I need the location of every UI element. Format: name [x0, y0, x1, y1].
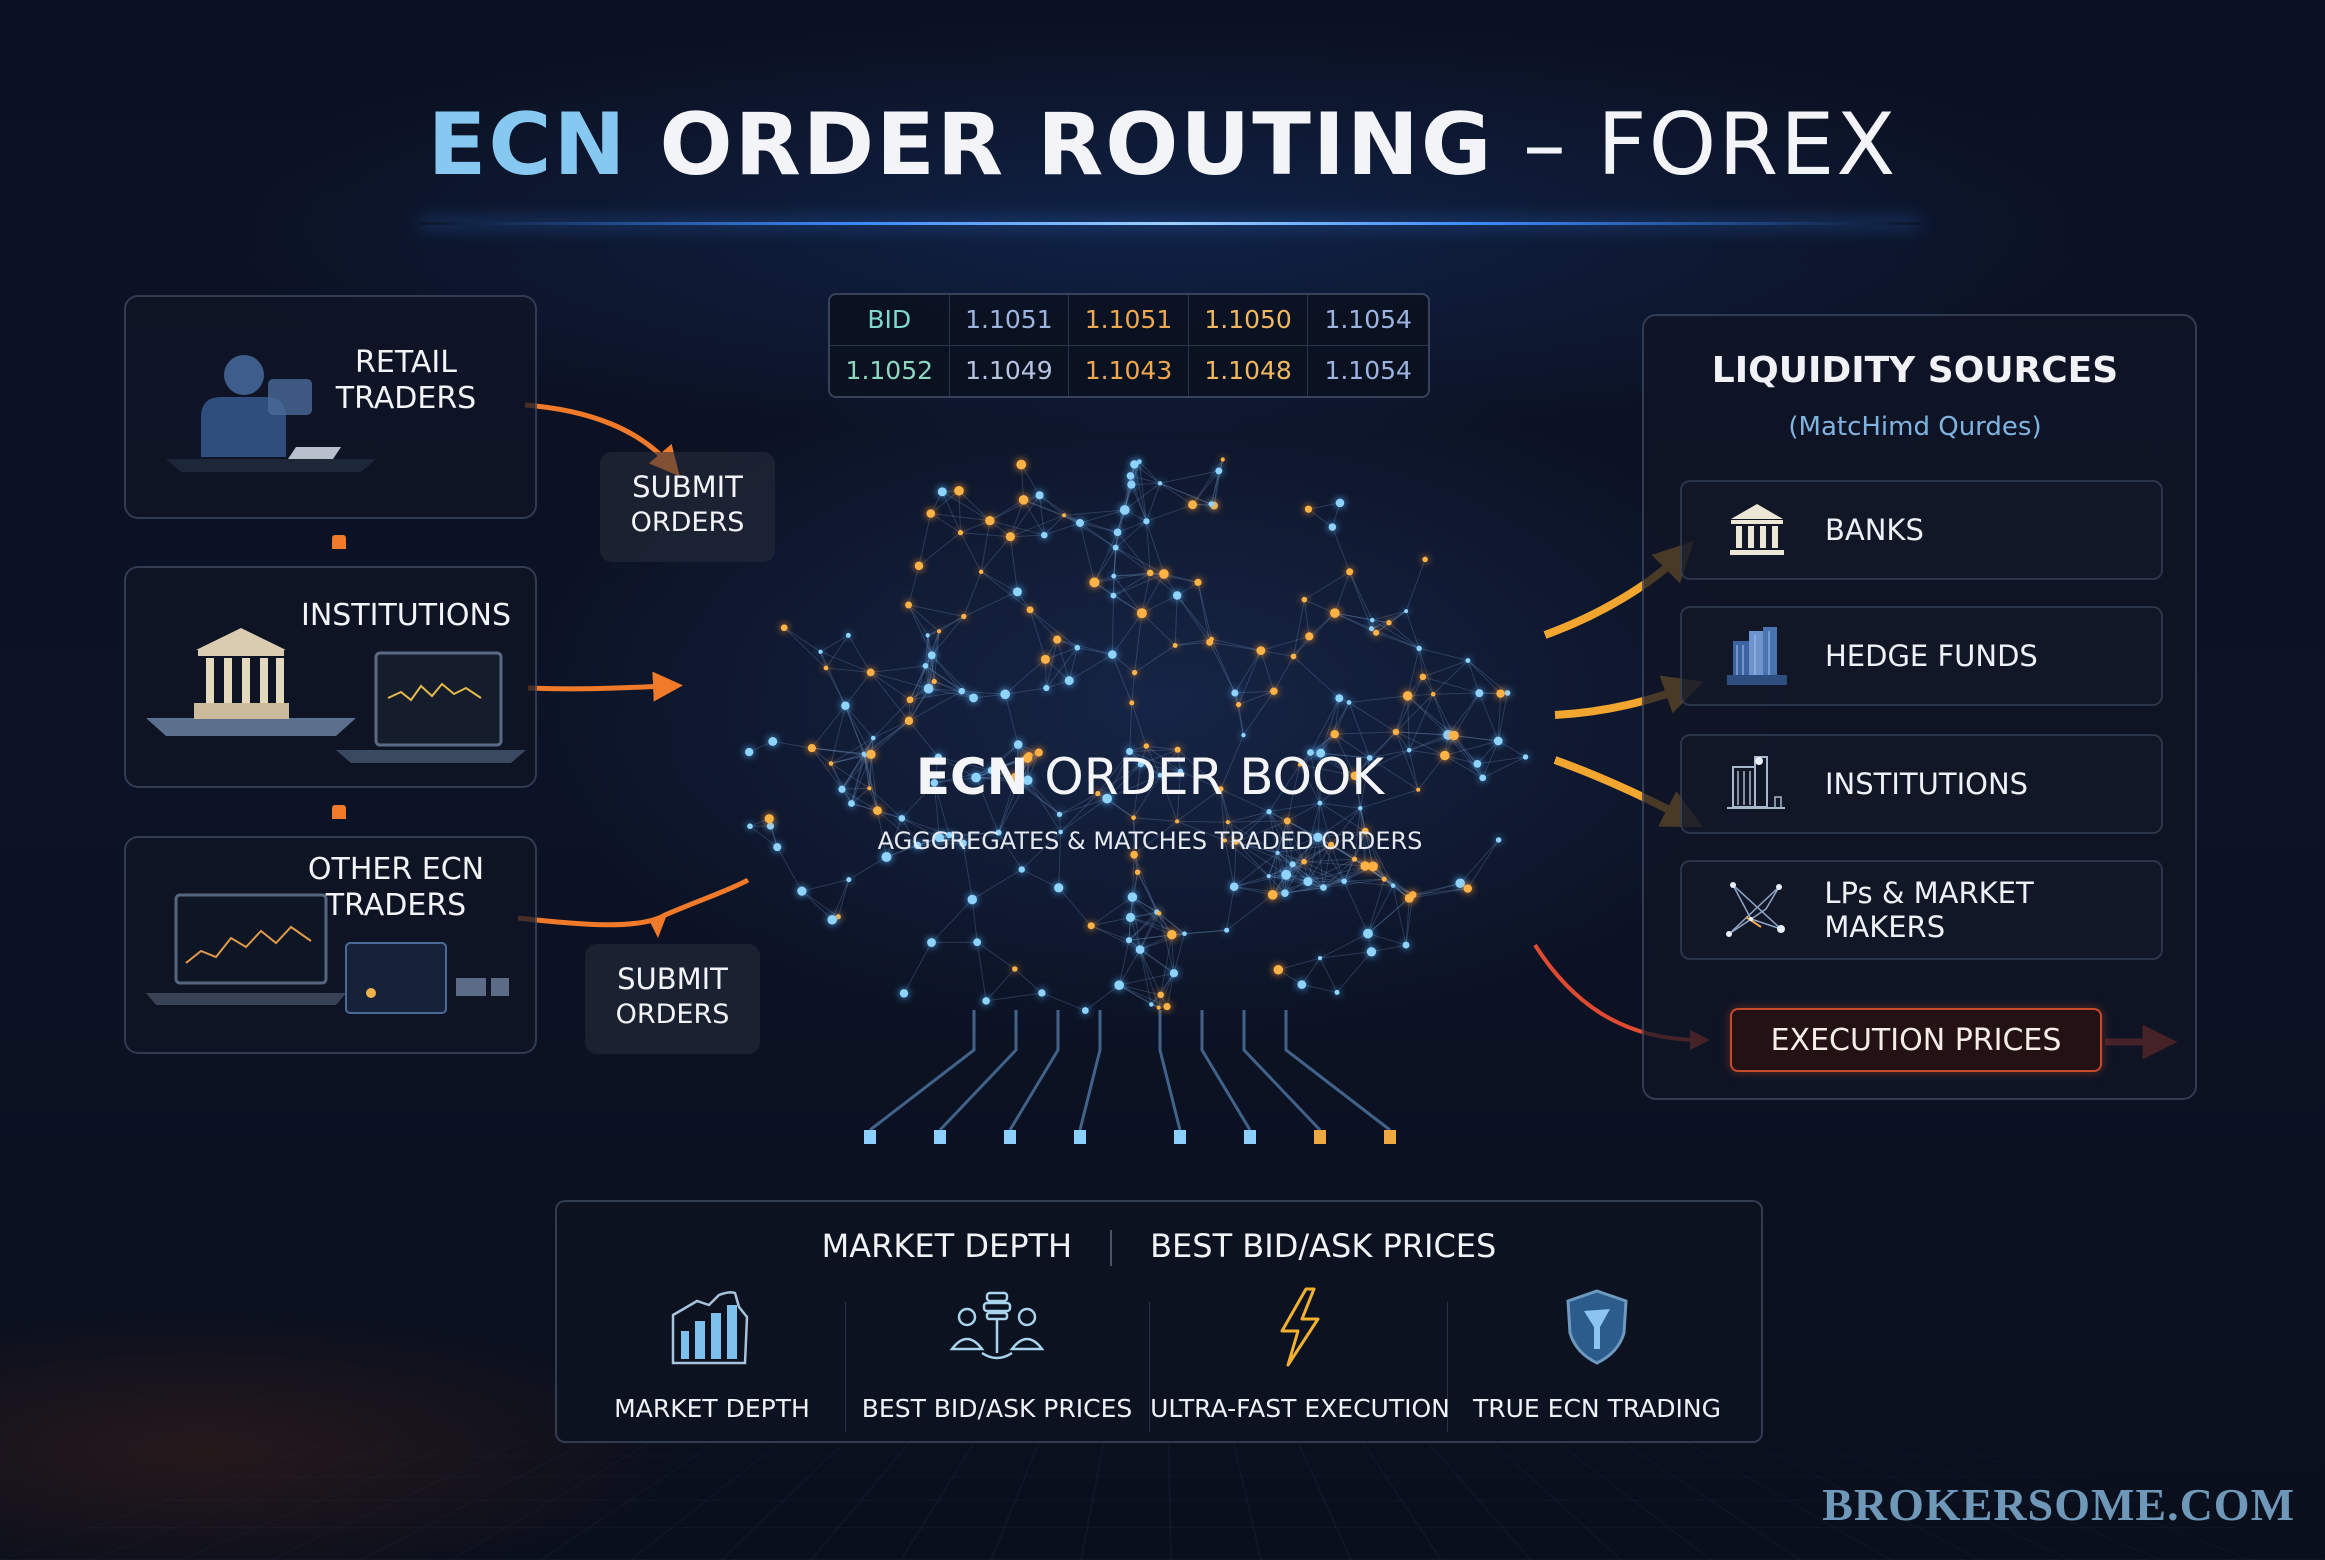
- participant-card-other-ecn: OTHER ECN TRADERS: [124, 836, 537, 1054]
- ticker-cell: BID: [830, 295, 950, 346]
- feature-best-bid-ask: BEST BID/ASK PRICES: [847, 1282, 1147, 1437]
- title-glow-line: [420, 222, 1920, 225]
- liquidity-sources-title: LIQUIDITY SOURCES: [1711, 350, 2119, 391]
- liquidity-sources-subtitle: (MatcHimd Qurdes): [1788, 412, 2042, 442]
- ticker-cell: 1.1054: [1308, 295, 1428, 346]
- liquidity-sources-panel: [1642, 314, 2197, 1100]
- trader-at-desk-icon: [166, 355, 376, 472]
- liquidity-item-institutions: INSTITUTIONS: [1680, 734, 2163, 834]
- participant-card-institutions: INSTITUTIONS: [124, 566, 537, 788]
- connector-dot: [332, 535, 346, 549]
- feature-market-depth: MARKET DEPTH: [577, 1282, 847, 1437]
- participant-card-retail: RETAIL TRADERS: [124, 295, 537, 519]
- header-separator: [1110, 1230, 1113, 1266]
- feature-divider: [1149, 1302, 1150, 1432]
- title-ecn: ECN: [427, 95, 628, 195]
- ticker-cell: 1.1050: [1188, 295, 1309, 346]
- watermark-brokersome: BROKERSOME.COM: [1822, 1479, 2295, 1530]
- connector-dot: [332, 805, 346, 819]
- shield-icon: [1447, 1282, 1747, 1372]
- title-main: ORDER ROUTING: [627, 95, 1494, 195]
- submit-orders-label-bottom: SUBMIT ORDERS: [585, 944, 760, 1054]
- liquidity-item-hedge-funds: HEDGE FUNDS: [1680, 606, 2163, 706]
- title-sub: – FOREX: [1493, 95, 1898, 195]
- order-book-title: ECN ORDER BOOK: [915, 748, 1385, 806]
- participant-label: INSTITUTIONS: [300, 598, 512, 633]
- execution-prices-badge: EXECUTION PRICES: [1730, 1008, 2102, 1072]
- participant-label: RETAIL TRADERS: [335, 345, 477, 416]
- submit-orders-label-top: SUBMIT ORDERS: [600, 452, 775, 562]
- bank-with-monitor-icon: [146, 628, 526, 763]
- page-title: ECN ORDER ROUTING – FOREX: [0, 95, 2325, 195]
- feature-true-ecn: TRUE ECN TRADING: [1447, 1282, 1747, 1437]
- trading-terminal-icon: [146, 893, 509, 1014]
- ticker-cell: 1.1051: [949, 295, 1070, 346]
- network-nodes-icon: [1717, 875, 1796, 945]
- lightning-icon: [1149, 1282, 1451, 1372]
- buildings-icon: [1717, 621, 1797, 691]
- order-book-subtitle: AGGGREGATES & MATCHES TRADED ORDERS: [877, 827, 1423, 855]
- feature-ultra-fast: ULTRA-FAST EXECUTION: [1149, 1282, 1451, 1437]
- bank-icon: [1717, 495, 1797, 565]
- ticker-cell: 1.1049: [950, 345, 1070, 396]
- participant-label: OTHER ECN TRADERS: [307, 852, 485, 923]
- scales-icon: [847, 1282, 1147, 1372]
- price-ticker-table: BID 1.1051 1.1051 1.1050 1.1054 1.1052 1…: [828, 293, 1430, 398]
- ticker-cell: 1.1048: [1189, 345, 1309, 396]
- ecn-network-globe: [745, 457, 1529, 1144]
- bar-chart-icon: [577, 1282, 847, 1372]
- liquidity-item-lps-market-makers: LPs & MARKET MAKERS: [1680, 860, 2163, 960]
- ticker-cell: 1.1043: [1069, 345, 1189, 396]
- feature-divider: [1447, 1302, 1448, 1432]
- ticker-cell: 1.1052: [830, 345, 950, 396]
- liquidity-item-banks: BANKS: [1680, 480, 2163, 580]
- office-building-icon: [1717, 749, 1797, 819]
- feature-divider: [845, 1302, 846, 1432]
- ticker-cell: 1.1054: [1324, 356, 1412, 386]
- ticker-cell: 1.1051: [1069, 295, 1189, 346]
